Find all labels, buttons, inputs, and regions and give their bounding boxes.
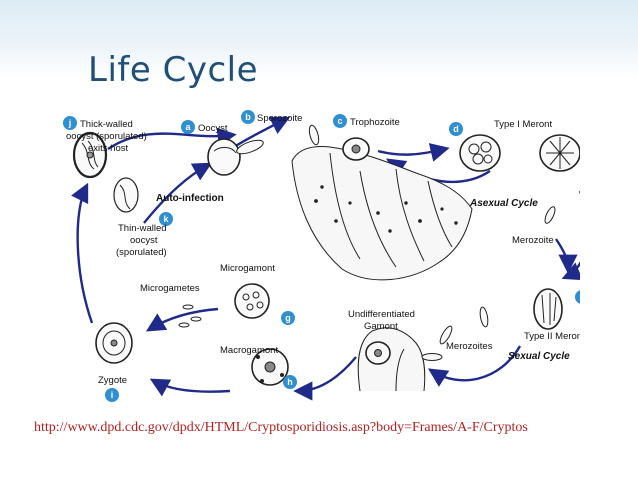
arrow-oocyst-j-exit xyxy=(107,127,237,150)
label-oocyst: Oocyst xyxy=(198,123,228,134)
slide-header-background xyxy=(0,0,638,80)
svg-text:i: i xyxy=(111,390,114,400)
arrow-oocyst-to-sporozoite xyxy=(233,116,291,149)
trophozoite-drawing xyxy=(342,137,370,161)
svg-text:h: h xyxy=(287,377,293,387)
arrow-macrogamont-to-zygote xyxy=(149,378,231,397)
svg-text:a: a xyxy=(185,122,191,132)
label-thick-walled-oocyst-1: Thick-walled xyxy=(80,119,133,130)
label-trophozoite: Trophozoite xyxy=(350,117,400,128)
thick-walled-oocyst-drawing xyxy=(72,131,108,179)
svg-text:k: k xyxy=(163,214,169,224)
svg-text:b: b xyxy=(245,112,251,122)
arrow-zygote-to-oocyst-j xyxy=(70,182,94,324)
macrogamont-drawing xyxy=(251,348,289,386)
stage-badge-k: k xyxy=(159,212,173,226)
mature-type-i-meront-drawing xyxy=(539,134,581,172)
label-auto-infection: Auto-infection xyxy=(156,193,224,204)
label-merozoite: Merozoite xyxy=(512,235,554,246)
label-zygote: Zygote xyxy=(98,375,127,386)
label-asexual-cycle: Asexual Cycle xyxy=(469,198,538,209)
type-i-meront-drawing xyxy=(459,134,501,172)
thin-walled-oocyst-drawing xyxy=(113,177,139,213)
stage-badge-c: c xyxy=(333,114,347,128)
svg-text:j: j xyxy=(68,118,72,128)
source-url: http://www.dpd.cdc.gov/dpdx/HTML/Cryptos… xyxy=(34,420,528,435)
merozoites-drawing xyxy=(421,306,489,361)
arrow-meront-ii-to-gamont xyxy=(427,345,522,387)
label-thin-walled-oocyst-2: oocyst xyxy=(130,235,158,246)
label-undifferentiated: Undifferentiated xyxy=(348,309,415,320)
slide-title: Life Cycle xyxy=(88,50,259,90)
svg-text:c: c xyxy=(337,116,342,126)
microgamont-drawing xyxy=(234,283,270,319)
arrow-microgamont-to-zygote xyxy=(145,307,219,332)
svg-text:g: g xyxy=(285,313,291,323)
host-intestinal-tissue xyxy=(291,146,473,281)
label-thin-walled-oocyst-1: Thin-walled xyxy=(118,223,167,234)
stage-badge-f: f xyxy=(575,290,589,304)
life-cycle-svg: a b c d e f g h i j k Thick-walled oocys… xyxy=(63,110,603,402)
microgametes-drawing xyxy=(178,304,202,328)
stage-badge-i: i xyxy=(105,388,119,402)
label-macrogamont: Macrogamont xyxy=(220,345,278,356)
zygote-drawing xyxy=(95,322,133,364)
label-merozoites: Merozoites xyxy=(446,341,493,352)
label-thick-walled-oocyst-2: oocyst (sporulated) xyxy=(66,131,147,142)
oocyst-drawing xyxy=(207,138,264,176)
sporozoite-drawing xyxy=(308,124,320,146)
undifferentiated-gamont-drawing xyxy=(365,341,391,365)
arrow-trophozoite-to-meront-i xyxy=(377,143,450,162)
label-microgamont: Microgamont xyxy=(220,263,275,274)
label-thin-walled-oocyst-3: (sporulated) xyxy=(116,247,167,258)
label-microgametes: Microgametes xyxy=(140,283,200,294)
merozoite-drawing xyxy=(544,206,556,224)
svg-text:d: d xyxy=(453,124,459,134)
label-gamont: Gamont xyxy=(364,321,398,332)
stage-badge-h: h xyxy=(283,375,297,389)
stage-badge-d: d xyxy=(449,122,463,136)
life-cycle-diagram: a b c d e f g h i j k Thick-walled oocys… xyxy=(60,91,603,409)
stage-badge-j: j xyxy=(63,116,77,130)
stage-badge-g: g xyxy=(281,311,295,325)
label-sexual-cycle: Sexual Cycle xyxy=(508,351,570,362)
label-type-i-meront: Type I Meront xyxy=(494,119,552,130)
arrow-merozoite-to-meront-ii xyxy=(555,238,578,274)
label-sporozoite: Sporozoite xyxy=(257,113,302,124)
label-thick-walled-oocyst-3: exits host xyxy=(88,143,128,154)
label-type-ii-meront: Type II Meront xyxy=(524,331,580,342)
stage-badge-a: a xyxy=(181,120,195,134)
type-ii-meront-drawing xyxy=(533,288,563,330)
stage-badge-b: b xyxy=(241,110,255,124)
arrow-auto-infection xyxy=(143,162,213,224)
arrow-gamont-to-macrogamont xyxy=(293,356,357,401)
